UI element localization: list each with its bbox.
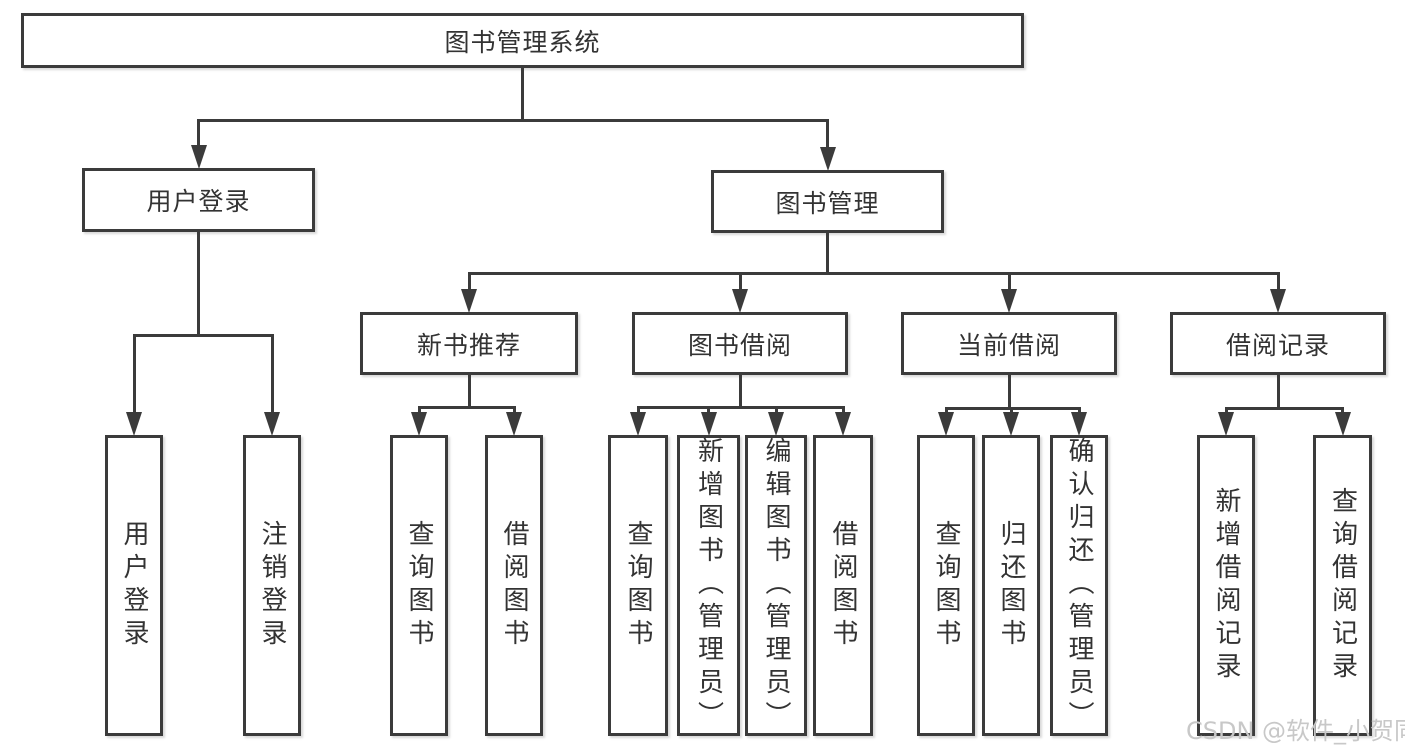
arrowhead-down-icon xyxy=(506,412,522,436)
arrowhead-down-icon xyxy=(1071,412,1087,436)
connector-rail xyxy=(1224,406,1344,410)
connector-drop xyxy=(707,405,710,415)
connector-stem xyxy=(1276,374,1280,410)
node-user-login-leaf: 用户登录 xyxy=(105,435,163,736)
arrowhead-down-icon xyxy=(126,412,142,436)
arrowhead-down-icon xyxy=(1001,289,1017,313)
connector-drop xyxy=(944,406,948,415)
connector-stem xyxy=(1007,374,1011,410)
node-label: 查询图书 xyxy=(404,519,434,652)
node-label: 查询图书 xyxy=(623,519,653,652)
node-rec-borrow-books: 借阅图书 xyxy=(485,435,543,736)
connector-rail xyxy=(132,333,274,337)
node-cb-confirm-return-admin: 确认归还（管理员） xyxy=(1050,435,1108,736)
arrowhead-down-icon xyxy=(768,412,784,436)
connector-drop xyxy=(1007,271,1011,292)
arrowhead-down-icon xyxy=(264,412,280,436)
node-label: 借阅记录 xyxy=(1225,330,1330,360)
connector-drop xyxy=(512,405,516,415)
arrowhead-down-icon xyxy=(461,289,477,313)
node-current-borrow: 当前借阅 xyxy=(901,312,1117,375)
arrowhead-down-icon xyxy=(835,412,851,436)
node-logout-leaf: 注销登录 xyxy=(243,435,301,736)
node-bb-edit-books-admin: 编辑图书（管理员） xyxy=(745,435,807,736)
node-cb-query-books: 查询图书 xyxy=(917,435,975,736)
watermark: CSDN @软件_小贺同学 xyxy=(1186,717,1405,745)
node-label: 借阅图书 xyxy=(499,519,529,652)
connector-drop xyxy=(841,405,845,415)
connector-stem xyxy=(197,231,200,337)
connector-drop xyxy=(270,333,274,415)
connector-rail xyxy=(197,118,829,122)
node-bb-query-books: 查询图书 xyxy=(608,435,668,736)
connector-rail xyxy=(467,271,1280,275)
node-label: 注销登录 xyxy=(257,519,287,652)
node-book-borrow: 图书借阅 xyxy=(632,312,848,375)
arrowhead-down-icon xyxy=(1334,412,1351,436)
connector-drop xyxy=(826,118,829,150)
node-user-login-branch: 用户登录 xyxy=(82,168,315,232)
node-label: 查询借阅记录 xyxy=(1327,486,1358,685)
node-label: 新增图书（管理员） xyxy=(693,437,724,734)
node-label: 新增借阅记录 xyxy=(1211,486,1241,685)
node-label: 图书管理系统 xyxy=(444,27,601,57)
node-root: 图书管理系统 xyxy=(21,13,1024,68)
arrowhead-down-icon xyxy=(700,412,717,436)
arrowhead-down-icon xyxy=(411,412,427,436)
node-label: 借阅图书 xyxy=(828,519,858,652)
node-label: 当前借阅 xyxy=(956,330,1061,360)
node-label: 查询图书 xyxy=(931,519,961,652)
node-book-mgmt: 图书管理 xyxy=(711,170,944,233)
node-bb-borrow-books: 借阅图书 xyxy=(813,435,873,736)
node-label: 确认归还（管理员） xyxy=(1064,437,1094,734)
connector-rail xyxy=(636,405,845,409)
arrowhead-down-icon xyxy=(732,289,748,313)
connector-drop xyxy=(197,118,200,148)
arrowhead-down-icon xyxy=(1218,412,1234,436)
connector-rail xyxy=(417,405,516,409)
connector-drop xyxy=(1224,406,1228,415)
arrowhead-down-icon xyxy=(630,412,646,436)
node-br-query-record: 查询借阅记录 xyxy=(1313,435,1372,736)
connector-drop xyxy=(1276,271,1280,292)
arrowhead-down-icon xyxy=(819,147,836,171)
connector-stem xyxy=(738,374,742,409)
arrowhead-down-icon xyxy=(1270,289,1286,313)
connector-drop xyxy=(132,333,136,415)
node-label: 用户登录 xyxy=(146,187,251,216)
node-bb-add-books-admin: 新增图书（管理员） xyxy=(677,435,740,736)
connector-drop xyxy=(774,405,778,415)
node-br-add-record: 新增借阅记录 xyxy=(1197,435,1255,736)
arrowhead-down-icon xyxy=(190,145,207,169)
connector-drop xyxy=(467,271,471,292)
connector-drop xyxy=(738,271,742,292)
connector-stem xyxy=(521,67,524,122)
connector-stem xyxy=(826,232,829,275)
arrowhead-down-icon xyxy=(1003,412,1019,436)
connector-drop xyxy=(1009,406,1013,415)
arrowhead-down-icon xyxy=(938,412,954,436)
connector-drop xyxy=(1341,406,1344,415)
node-label: 编辑图书（管理员） xyxy=(761,437,791,734)
node-borrow-records: 借阅记录 xyxy=(1170,312,1386,375)
node-label: 图书管理 xyxy=(775,188,880,218)
connector-drop xyxy=(1077,406,1081,415)
node-label: 新书推荐 xyxy=(416,330,521,360)
connector-drop xyxy=(417,405,421,415)
node-new-book-rec: 新书推荐 xyxy=(360,312,578,375)
connector-stem xyxy=(467,374,471,409)
connector-drop xyxy=(636,405,640,415)
node-label: 归还图书 xyxy=(996,519,1026,652)
connector-rail xyxy=(944,406,1081,410)
node-label: 图书借阅 xyxy=(687,330,792,360)
node-cb-return-books: 归还图书 xyxy=(982,435,1040,736)
node-label: 用户登录 xyxy=(119,519,149,652)
node-rec-query-books: 查询图书 xyxy=(390,435,448,736)
